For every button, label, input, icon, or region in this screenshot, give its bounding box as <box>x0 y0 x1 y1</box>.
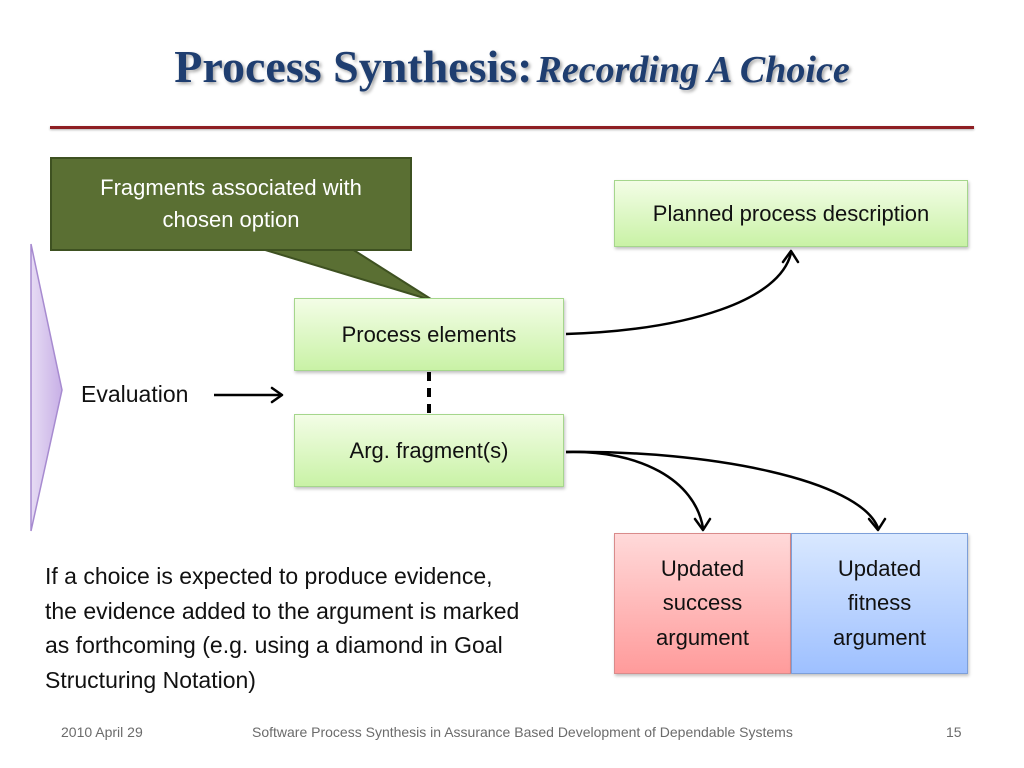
arrow-to-planned <box>565 252 793 336</box>
arg-fragment-label: Arg. fragment(s) <box>349 437 509 463</box>
evidence-note-line-3: as forthcoming (e.g. using a diamond in … <box>45 632 503 658</box>
arg-fragment-box: Arg. fragment(s) <box>294 414 564 487</box>
process-elements-box: Process elements <box>294 298 564 371</box>
evidence-note-line-2: the evidence added to the argument is ma… <box>45 597 520 624</box>
callout-chosen-option: Fragments associated with chosen option <box>50 157 412 251</box>
callout-pointer <box>261 248 435 302</box>
footer-title: Software Process Synthesis in Assurance … <box>252 724 793 740</box>
arrow-to-fitness <box>565 450 880 529</box>
title-divider <box>50 126 974 129</box>
footer-date: 2010 April 29 <box>61 724 143 740</box>
footer-page-number: 15 <box>946 724 962 740</box>
title-main: Process Synthesis: <box>174 41 533 92</box>
arrow-to-success <box>565 450 705 529</box>
fitness-argument-box: Updated fitness argument <box>791 533 968 674</box>
planned-process-label: Planned process description <box>652 200 930 226</box>
process-elements-label: Process elements <box>341 321 517 347</box>
success-line-2: success <box>662 590 743 616</box>
success-line-1: Updated <box>660 556 745 582</box>
title-subtitle: Recording A Choice <box>536 49 850 91</box>
callout-line-2: chosen option <box>162 207 300 232</box>
fitness-line-2: fitness <box>847 590 912 616</box>
success-argument-box: Updated success argument <box>614 533 791 674</box>
callout-line-1: Fragments associated with <box>100 175 362 201</box>
evidence-note: If a choice is expected to produce evide… <box>45 559 605 697</box>
evaluation-label: Evaluation <box>81 381 189 407</box>
slide-title: Process Synthesis: Recording A Choice <box>0 40 1024 93</box>
planned-process-box: Planned process description <box>614 180 968 247</box>
process-chevron-shape <box>30 243 63 532</box>
success-line-3: argument <box>656 624 749 650</box>
evidence-note-line-4: Structuring Notation) <box>45 666 256 693</box>
fitness-line-3: argument <box>833 624 926 650</box>
fitness-line-1: Updated <box>837 556 922 582</box>
evidence-note-line-1: If a choice is expected to produce evide… <box>45 563 493 589</box>
